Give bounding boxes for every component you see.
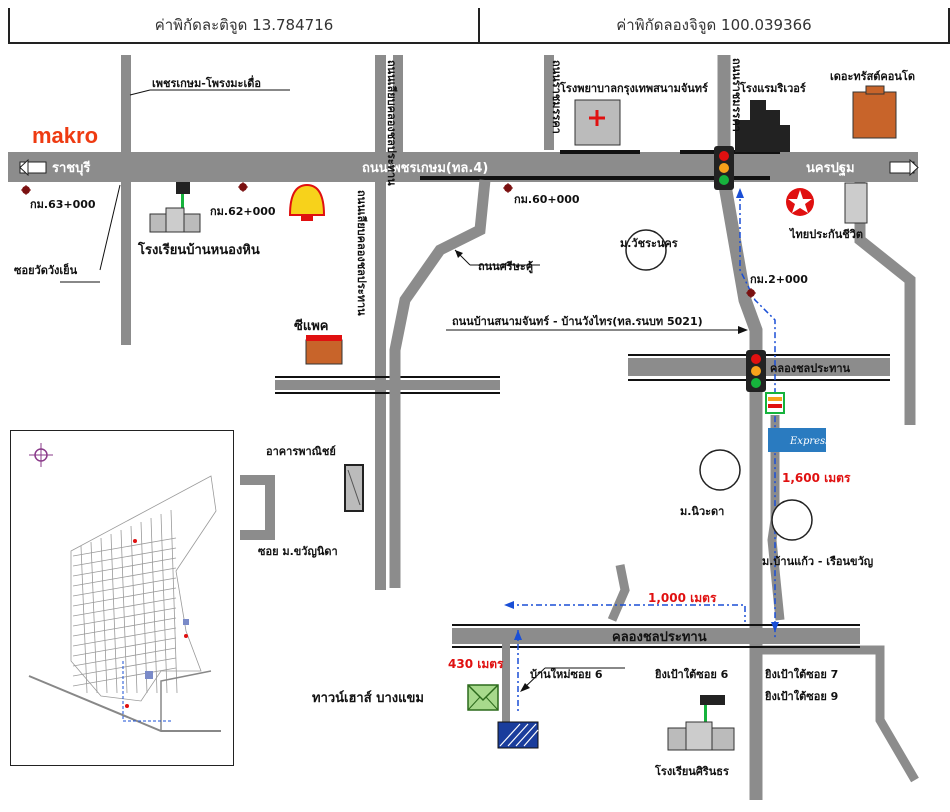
road-vertical-right	[717, 55, 763, 800]
hospital-label: โรงพยาบาลกรุงเทพสนามจันทร์	[559, 81, 708, 96]
shell-icon	[288, 183, 326, 221]
road-makro-vertical	[121, 55, 131, 345]
ying-pao-soi9-label: ยิงเป้าใต้ซอย 9	[764, 689, 838, 703]
inset-subdivision	[70, 475, 217, 702]
inset-parcel-line	[72, 647, 177, 667]
road-sirichai	[389, 179, 491, 588]
seven-eleven-icon	[765, 392, 785, 414]
inset-parcel-line	[80, 545, 88, 694]
petkasem-sign-label: เพชรเกษม-โพรงมะเดื่อ	[152, 75, 261, 90]
ban-kaew-label: ม.บ้านแก้ว - เรือนขวัญ	[762, 555, 873, 568]
route-line	[739, 190, 776, 640]
nakhon-pathom-label: นครปฐม	[806, 161, 855, 177]
road-vertical-left2-label: ถนนเลียบคลองชลประทาน	[385, 60, 398, 186]
lotus-express-icon	[768, 428, 826, 452]
inset-parcel-line	[72, 637, 177, 657]
longitude-label: ค่าพิกัดลองจิจูด 100.039366	[478, 8, 948, 42]
sanamchan-road-label: ถนนบ้านสนามจันทร์ - บ้านวังไทร(ทล.รนบท 5…	[452, 314, 703, 328]
road-vertical-left	[375, 55, 386, 590]
building-icon	[852, 85, 897, 139]
inset-parcel-line	[72, 657, 177, 677]
inset-parcel-line	[110, 533, 118, 694]
inset-map	[10, 430, 234, 766]
hotel-label: โรงแรมริเวอร์	[739, 81, 806, 95]
inset-parcel-line	[72, 597, 177, 617]
distance-430-label: 430 เมตร	[448, 657, 504, 671]
sirichai-road-label: ถนนศรีษะคู้	[478, 260, 533, 274]
km60-label: กม.60+000	[514, 193, 580, 206]
village-circle	[699, 449, 741, 491]
inset-parcel-line	[72, 587, 177, 607]
inset-parcel-line	[72, 627, 177, 647]
distance-1000-label: 1,000 เมตร	[648, 591, 717, 605]
latitude-label: ค่าพิกัดละติจูด 13.784716	[154, 16, 334, 34]
khlong-chonprathan-road-2	[452, 628, 860, 644]
top-vertical-road-label: ถนนราชมรรคา	[730, 58, 743, 132]
mid-vertical-road-label: ถนนราชมรรคา	[550, 60, 563, 134]
building-icon	[344, 464, 364, 512]
townhouse-label: ทาวน์เฮาส์ บางแขม	[312, 690, 424, 706]
school-icon	[149, 182, 201, 233]
ratchaburi-label: ราชบุรี	[52, 160, 90, 176]
inset-parcel-line	[90, 541, 98, 694]
inset-parcel-line	[72, 567, 177, 587]
traffic-light-icon	[746, 350, 766, 392]
compass-icon	[29, 443, 53, 467]
soi-ban-ratana-label: ซอย ม.ขวัญนิดา	[258, 545, 338, 558]
village-circle	[625, 229, 667, 271]
village-circle	[771, 499, 813, 541]
destination-marker	[497, 721, 539, 749]
km2-label: กม.2+000	[750, 273, 808, 286]
road-vertical-left-label: ถนนเลียบคลองชลประทาน	[355, 190, 368, 316]
texaco-star-icon	[786, 188, 814, 216]
inset-parcel-line	[72, 577, 177, 597]
hospital-icon	[574, 99, 621, 146]
envelope-icon	[467, 684, 499, 711]
ying-pao-soi6-label: ยิงเป้าใต้ซอย 6	[654, 667, 728, 681]
ban-mai-soi6-label: บ้านใหม่ซอย 6	[530, 667, 603, 681]
km63-label: กม.63+000	[30, 198, 96, 211]
inset-parcel-line	[140, 521, 148, 694]
commercial-label: อาคารพาณิชย์	[266, 445, 336, 458]
building-icon	[735, 100, 790, 152]
inset-parcel-line	[130, 525, 138, 694]
inset-parcel-line	[170, 509, 178, 694]
nivet-label: ม.นิวะดา	[680, 505, 724, 518]
school-ban-nong-hin-label: โรงเรียนบ้านหนองหิน	[137, 241, 260, 258]
km-marker-icon	[238, 182, 248, 192]
main-road-label: ถนนเพชรเกษม(ทล.4)	[362, 161, 488, 176]
lotus-express-label: Express	[789, 436, 830, 447]
khlong-chonprathan-2-label: คลองชลประทาน	[612, 630, 707, 645]
km-marker-icon	[21, 185, 31, 195]
school-sirinthon-label: โรงเรียนศิรินธร	[654, 764, 729, 778]
thai-insurance-label: ไทยประกันชีวิต	[788, 227, 863, 241]
inset-parcel-line	[72, 667, 177, 687]
khlong-chonprathan-label: คลองชลประทาน	[770, 362, 851, 375]
inset-parcel-line	[160, 513, 168, 694]
inset-parcel-line	[150, 517, 158, 694]
soi-wat-wang-yen-label: ซอยวัดวังเย็น	[14, 263, 78, 277]
coordinates-header: ค่าพิกัดละติจูด 13.784716 ค่าพิกัดลองจิจ…	[8, 8, 950, 44]
supercheap-label: ซีแพค	[294, 318, 328, 334]
distance-1600-label: 1,600 เมตร	[782, 471, 851, 485]
building-icon	[844, 182, 868, 224]
inset-parcel-line	[72, 557, 177, 577]
traffic-light-icon	[714, 146, 734, 190]
school-icon	[667, 695, 735, 751]
ying-pao-soi7-label: ยิงเป้าใต้ซอย 7	[764, 667, 838, 681]
makro-logo: makro	[32, 123, 98, 148]
km-marker-icon	[746, 288, 756, 298]
inset-parcel-line	[100, 537, 108, 694]
km-marker-icon	[503, 183, 513, 193]
building-icon	[305, 335, 343, 365]
silpakorn-label: ม.วัชระนคร	[620, 237, 678, 250]
inset-parcel-line	[72, 537, 177, 557]
inset-parcel-line	[120, 529, 128, 694]
condo-label: เดอะทรัสต์คอนโด	[830, 69, 915, 83]
inset-parcel-line	[72, 547, 177, 567]
km62-label: กม.62+000	[210, 205, 276, 218]
